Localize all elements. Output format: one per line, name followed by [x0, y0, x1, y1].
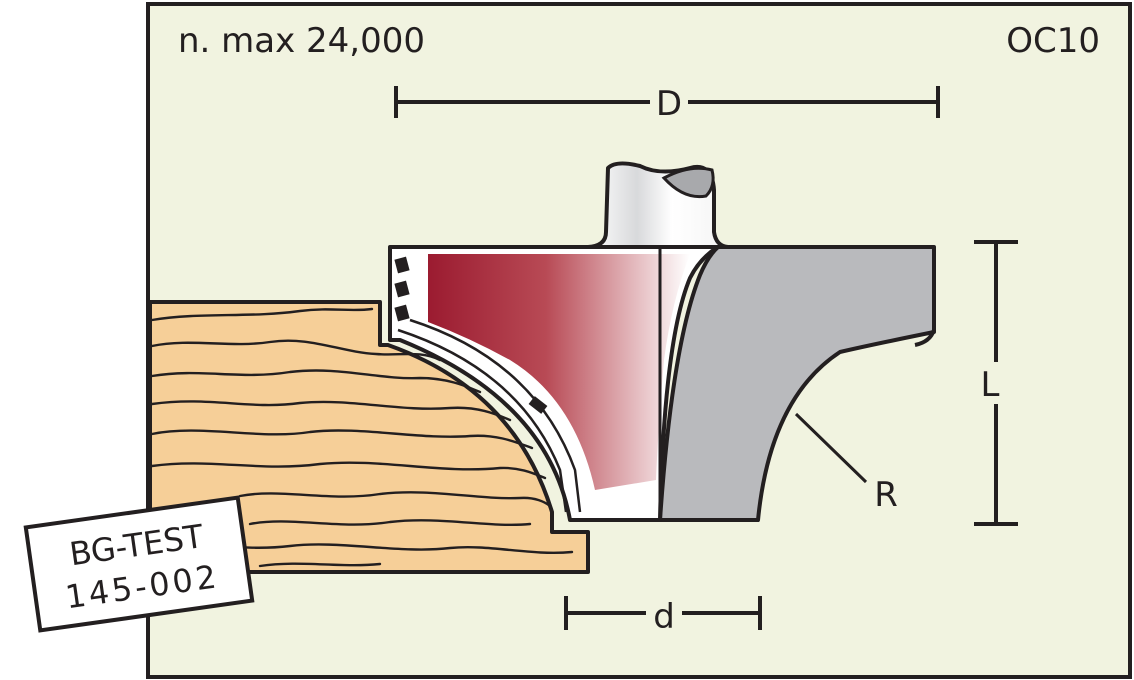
model-code-label: OC10 — [1006, 21, 1100, 61]
carbide-insert — [388, 245, 720, 522]
dimension-d-label: d — [653, 597, 675, 637]
dimension-D — [394, 86, 940, 118]
dimension-D-label: D — [656, 84, 682, 124]
cutter-body — [658, 245, 936, 522]
test-stamp: BG-TEST 145-002 — [23, 495, 255, 633]
dimension-L-label: L — [981, 365, 1000, 405]
wood-workpiece — [148, 300, 590, 574]
max-speed-label: n. max 24,000 — [178, 21, 425, 61]
dimension-d — [564, 596, 762, 630]
cutter-corner — [914, 329, 936, 347]
shank-cut-face — [661, 166, 715, 199]
radius-leader-line — [794, 412, 868, 484]
dimension-L — [974, 240, 1018, 526]
dimension-R-label: R — [874, 475, 898, 515]
